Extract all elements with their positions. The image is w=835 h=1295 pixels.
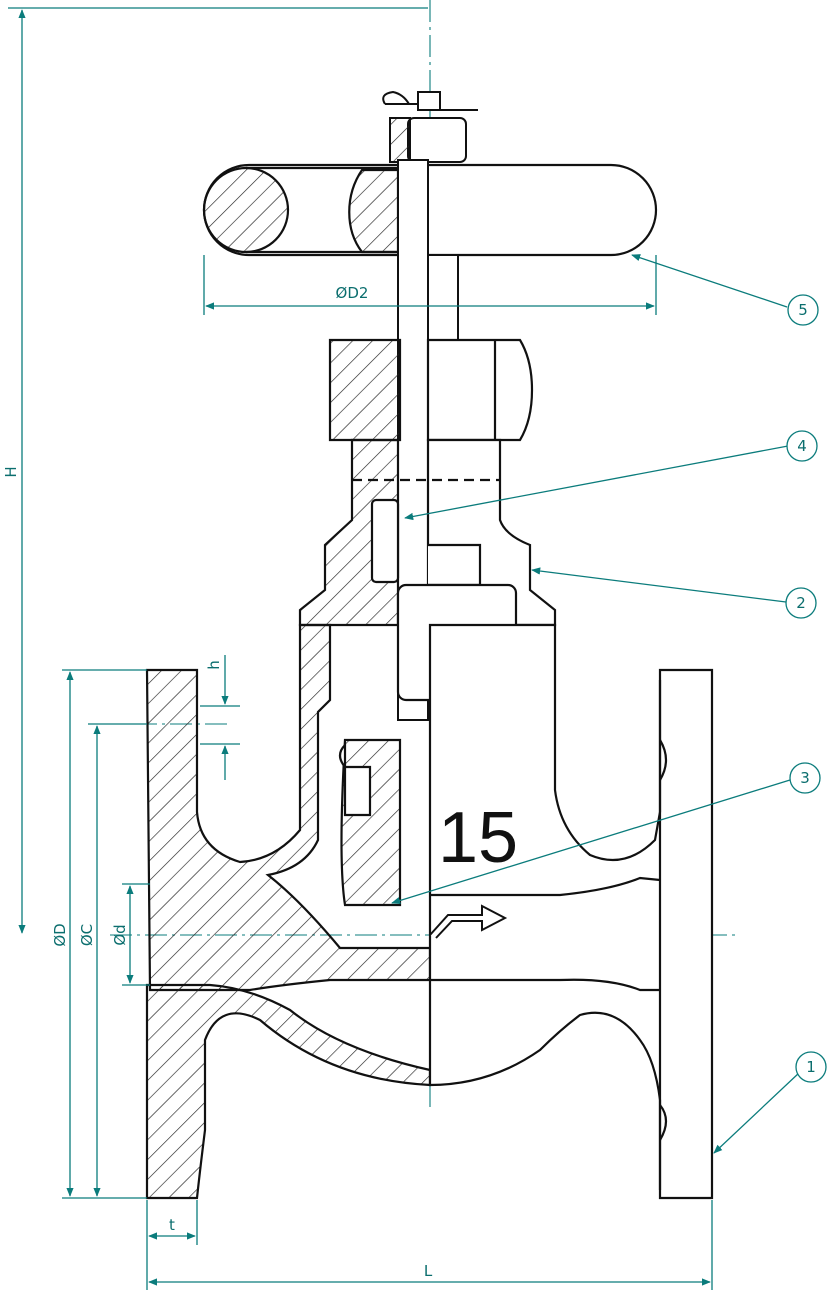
dim-L: L <box>424 1262 433 1280</box>
callout-balloons <box>785 294 827 1083</box>
dim-d: Ød <box>111 924 129 945</box>
dim-h: h <box>205 660 223 670</box>
leader-lines <box>391 254 801 1154</box>
dim-t: t <box>169 1216 175 1234</box>
top-nut <box>382 90 478 163</box>
callout-3: 3 <box>800 769 810 787</box>
flow-arrow <box>429 904 508 939</box>
dim-D: ØD <box>51 923 69 946</box>
dim-C: ØC <box>78 924 96 946</box>
dim-H: H <box>2 466 20 477</box>
body-marking: 15 <box>438 798 518 878</box>
callout-1: 1 <box>806 1058 816 1076</box>
dimension-lines <box>8 7 713 1290</box>
callout-numbers: 5 4 2 3 1 <box>796 301 816 1076</box>
valve-body <box>145 623 714 1200</box>
dimension-labels: H ØD2 ØD ØC Ød h t L <box>2 284 433 1280</box>
dim-D2: ØD2 <box>336 284 369 302</box>
handwheel <box>202 163 658 257</box>
callout-2: 2 <box>796 594 806 612</box>
callout-4: 4 <box>797 437 807 455</box>
callout-5: 5 <box>798 301 808 319</box>
